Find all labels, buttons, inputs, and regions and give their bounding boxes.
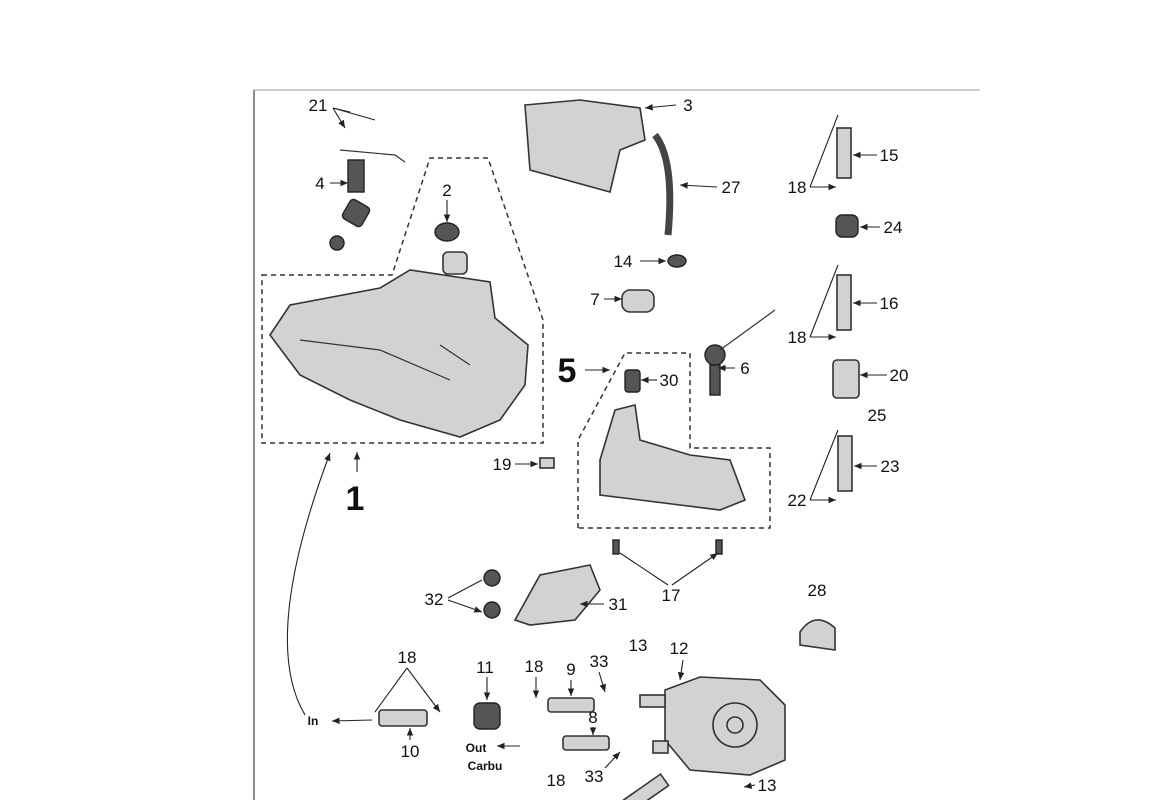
label-21: 21 bbox=[309, 96, 328, 115]
screw-17a bbox=[612, 539, 620, 555]
label-19: 19 bbox=[493, 455, 512, 474]
label-18: 18 bbox=[547, 771, 566, 790]
label-13: 13 bbox=[758, 776, 777, 795]
fuel-tank bbox=[269, 251, 529, 438]
label-23: 23 bbox=[881, 457, 900, 476]
label-11: 11 bbox=[476, 658, 494, 677]
label-in: In bbox=[308, 714, 319, 728]
frame bbox=[253, 89, 980, 800]
label-3: 3 bbox=[683, 96, 692, 115]
callout-labels: 21 4 2 3 27 15 18 24 14 7 16 18 6 5 30 2… bbox=[308, 96, 909, 795]
label-17: 17 bbox=[662, 586, 681, 605]
label-out: Out bbox=[466, 741, 487, 755]
label-13: 13 bbox=[629, 636, 648, 655]
label-18: 18 bbox=[525, 657, 544, 676]
bracket-31 bbox=[513, 564, 601, 626]
cup-7 bbox=[621, 289, 655, 313]
label-18: 18 bbox=[398, 648, 417, 667]
label-12: 12 bbox=[670, 639, 689, 658]
label-15: 15 bbox=[880, 146, 899, 165]
hose-27 bbox=[652, 132, 674, 236]
nut-32b bbox=[483, 601, 501, 619]
label-16: 16 bbox=[880, 294, 899, 313]
label-6: 6 bbox=[740, 359, 749, 378]
tank-group-outline bbox=[261, 157, 544, 444]
hose-23 bbox=[837, 435, 853, 492]
hose-8 bbox=[562, 735, 610, 751]
label-carbu: Carbu bbox=[468, 759, 503, 773]
clip-19 bbox=[539, 457, 555, 469]
label-8: 8 bbox=[588, 708, 597, 727]
label-33: 33 bbox=[585, 767, 604, 786]
fuel-pump-12 bbox=[639, 676, 786, 776]
label-27: 27 bbox=[722, 178, 741, 197]
oil-tray bbox=[524, 99, 646, 193]
label-9: 9 bbox=[566, 660, 575, 679]
label-20: 20 bbox=[890, 366, 909, 385]
clamp-28 bbox=[799, 619, 836, 651]
pump-20 bbox=[832, 359, 860, 399]
label-18: 18 bbox=[788, 178, 807, 197]
label-18: 18 bbox=[788, 328, 807, 347]
fuel-sender bbox=[329, 149, 406, 251]
label-25: 25 bbox=[868, 406, 887, 425]
label-1: 1 bbox=[346, 480, 365, 518]
label-10: 10 bbox=[401, 742, 420, 761]
hose-10 bbox=[378, 709, 428, 727]
label-5: 5 bbox=[558, 352, 577, 390]
tank-cap bbox=[434, 222, 460, 242]
label-22: 22 bbox=[788, 491, 807, 510]
label-24: 24 bbox=[884, 218, 903, 237]
cap-30 bbox=[624, 369, 641, 393]
hose-16 bbox=[836, 274, 852, 331]
screw-17b bbox=[715, 539, 723, 555]
filter-11 bbox=[473, 702, 501, 730]
leader-lines bbox=[286, 103, 887, 789]
label-4: 4 bbox=[315, 174, 324, 193]
filter-24 bbox=[835, 214, 859, 238]
nut-32a bbox=[483, 569, 501, 587]
label-31: 31 bbox=[609, 595, 628, 614]
hose-bottom bbox=[614, 772, 670, 800]
label-28: 28 bbox=[808, 581, 827, 600]
label-7: 7 bbox=[590, 290, 599, 309]
label-2: 2 bbox=[442, 181, 451, 200]
label-33: 33 bbox=[590, 652, 609, 671]
sensor-6 bbox=[704, 309, 776, 396]
hose-15 bbox=[836, 127, 852, 179]
ring-14 bbox=[667, 254, 687, 268]
oil-reservoir bbox=[599, 404, 747, 511]
label-14: 14 bbox=[614, 252, 633, 271]
label-30: 30 bbox=[660, 371, 679, 390]
label-32: 32 bbox=[425, 590, 444, 609]
hose-9 bbox=[547, 697, 595, 713]
reservoir-group-outline bbox=[577, 352, 771, 529]
